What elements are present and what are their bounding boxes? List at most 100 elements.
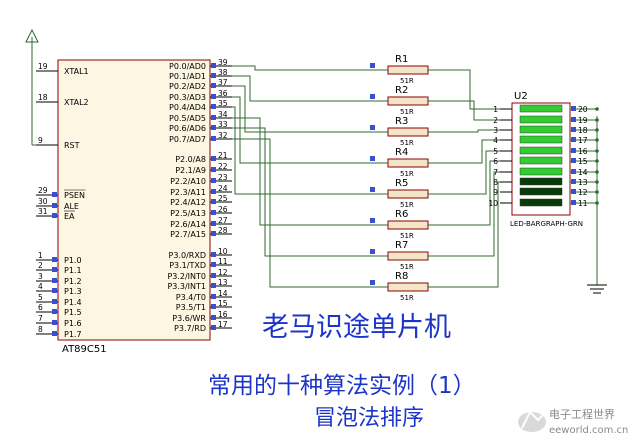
bargraph-segments: [519, 104, 563, 207]
bargraph-left-pin: 10: [488, 199, 512, 208]
bargraph-right-pin: 12: [570, 188, 599, 197]
title-line-3: 冒泡法排序: [314, 406, 424, 431]
title-line-2: 常用的十种算法实例（1）: [208, 373, 476, 399]
wire-mcu-to-resistor: [232, 75, 388, 102]
pin-marker: [52, 309, 57, 314]
resistor-value: 51R: [400, 139, 414, 147]
pin-name: P2.2/A10: [170, 177, 206, 186]
bargraph-segment: [519, 125, 563, 134]
bargraph-ref-label: U2: [514, 91, 528, 102]
pin-marker: [211, 167, 216, 172]
pin-number: 4: [38, 282, 43, 291]
pin-number: 32: [218, 131, 228, 140]
bargraph-right-pin: 11: [570, 199, 599, 208]
pin-number: 17: [578, 136, 588, 145]
bargraph-segment: [519, 115, 563, 124]
bargraph-right-pin: 19: [570, 116, 599, 125]
mcu-right-pins: 39P0.0/AD038P0.1/AD137P0.2/AD236P0.3/AD3…: [167, 58, 232, 333]
resistor-value: 51R: [400, 294, 414, 302]
resistor-value: 51R: [400, 263, 414, 271]
pin-marker: [571, 137, 576, 142]
pin-number: 7: [38, 314, 43, 323]
wire-mcu-to-resistor: [232, 127, 388, 257]
pin-name: RST: [64, 141, 80, 150]
wire-mcu-to-resistor: [232, 117, 388, 226]
wire-resistor-to-bargraph: [428, 160, 512, 226]
pin-marker: [571, 169, 576, 174]
pin-number: 38: [218, 68, 228, 77]
resistor-body: [387, 189, 429, 199]
bargraph-right-pin: 14: [570, 168, 599, 177]
pin-marker: [211, 63, 216, 68]
bargraph-right-pin: 20: [570, 105, 599, 114]
resistor-ref: R3: [395, 116, 408, 127]
resistor-ref: R2: [395, 85, 408, 96]
watermark-logo: 电子工程世界 eeworld.com.cn: [518, 408, 628, 436]
bargraph-left-pin: 4: [493, 136, 512, 145]
resistor-body: [387, 65, 429, 75]
resistor-body: [387, 96, 429, 106]
pin-marker: [52, 267, 57, 272]
pin-name: P2.6/A14: [170, 220, 206, 229]
wire-mcu-to-resistor: [232, 106, 388, 195]
resistor-value: 51R: [400, 77, 414, 85]
pin-marker: [211, 252, 216, 257]
pin-number: 6: [38, 303, 43, 312]
pin-marker: [571, 127, 576, 132]
bargraph-segment: [519, 187, 563, 196]
pin-marker: [211, 178, 216, 183]
pin-name: P0.6/AD6: [169, 124, 206, 133]
pin-marker: [211, 283, 216, 288]
resistor-body: [387, 251, 429, 261]
wire-mcu-to-resistor: [232, 65, 388, 71]
pin-name: EA: [64, 212, 75, 221]
pin-name: P1.4: [64, 298, 82, 307]
resistor-ref: R6: [395, 209, 408, 220]
pin-name: P0.5/AD5: [169, 114, 206, 123]
pin-number: 8: [493, 178, 498, 187]
pin-marker: [52, 288, 57, 293]
pin-marker: [211, 325, 216, 330]
pin-marker: [571, 200, 576, 205]
bargraph-segment: [519, 104, 563, 113]
pin-name: P3.7/RD: [174, 324, 206, 333]
pin-name: ALE: [64, 202, 79, 211]
bargraph-segment: [519, 135, 563, 144]
mcu-left-pin: 1P1.0: [36, 251, 82, 265]
pin-marker: [52, 192, 57, 197]
resistor-value: 51R: [400, 201, 414, 209]
pin-name: P0.3/AD3: [169, 93, 206, 102]
watermark-line-2: eeworld.com.cn: [549, 425, 628, 436]
bargraph-left-pin: 7: [493, 168, 512, 177]
pin-name: P3.0/RXD: [169, 251, 206, 260]
pin-number: 6: [493, 157, 498, 166]
pin-number: 19: [578, 116, 588, 125]
wire-mcu-to-resistor: [232, 138, 388, 288]
pin-number: 1: [493, 105, 498, 114]
pin-marker: [52, 299, 57, 304]
pin-marker: [571, 117, 576, 122]
pin-marker: [370, 125, 375, 130]
pin-number: 28: [218, 226, 228, 235]
pin-name: P3.5/T1: [176, 303, 206, 312]
resistor-ref: R7: [395, 240, 408, 251]
pin-number: 24: [218, 184, 228, 193]
pin-marker: [211, 273, 216, 278]
bargraph-part-label: LED-BARGRAPH-GRN: [510, 220, 583, 228]
mcu-left-pin: 2P1.1: [36, 261, 82, 275]
pin-name: P1.0: [64, 256, 82, 265]
pin-name: P0.4/AD4: [169, 103, 206, 112]
